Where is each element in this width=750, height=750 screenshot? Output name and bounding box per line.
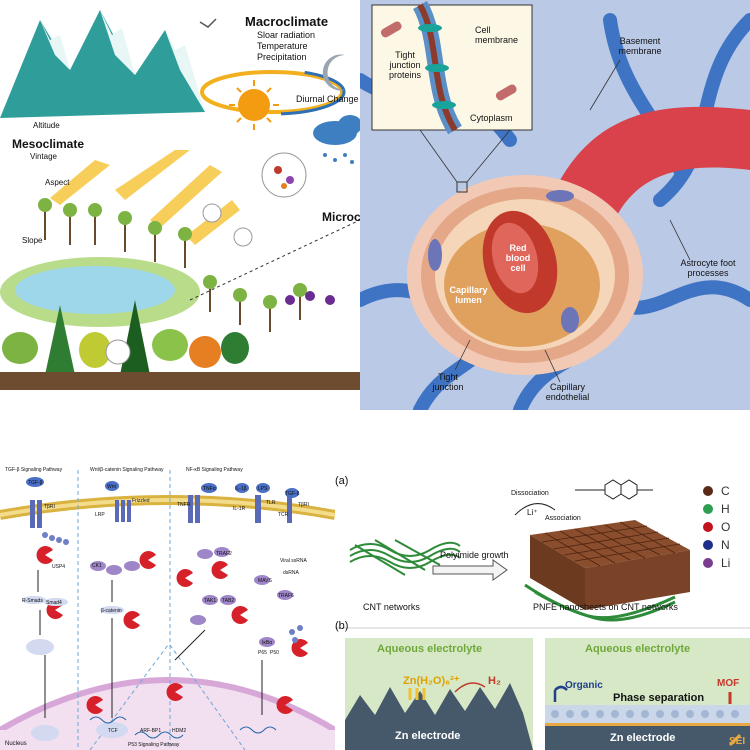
altitude-label: Altitude [33,121,60,130]
hdm2-label: HDM2 [172,728,187,734]
li-plus-label: Li⁺ [527,508,538,517]
atom-dot-icon [703,540,713,550]
traf6-label: TRAF6 [278,593,294,599]
cytoplasm-label: Cytoplasm [470,113,513,123]
pathway-panel: TGF-β Signaling Pathway Wnt/β-catenin Si… [0,460,335,750]
basement-membrane-label: Basement membrane [618,36,662,56]
dissociation-label: Dissociation [511,490,549,497]
atom-symbol: Li [721,556,731,570]
tcf-label: TCF [108,728,118,734]
smad4-label: Smad4 [46,600,62,606]
p65-label: P65 [258,650,267,656]
lrp-label: LRP [95,512,105,518]
sei-label: SEI [729,736,746,747]
association-label: Association [545,515,581,522]
mesoclimate-title: Mesoclimate [12,137,85,151]
tgfb-ligand-label: TGF-β [28,480,43,486]
tight-junction-proteins-label: Tight junction proteins [388,50,422,80]
lps-ligand-label: LPS [258,486,268,492]
traf2-label: TRAF2 [216,551,232,557]
tlr-label: TLR [266,500,276,506]
aspect-label: Aspect [45,178,70,187]
atom-symbol: N [721,538,730,552]
nucleus-label: Nucleus [5,741,27,747]
mof-label: MOF [717,678,740,689]
tab2-label: TAB2 [222,598,235,604]
arf-bp1-label: ARF-BP1 [140,728,162,734]
macro-item-3: Precipitation [257,52,307,62]
label-a: (a) [335,475,349,487]
ikb-label: IκBα [262,640,273,646]
atom-legend-item: Li [703,554,730,572]
atom-symbol: H [721,502,730,516]
tcr-label: TCR [278,512,289,518]
climate-illustration [0,10,360,400]
il1r-label: IL-1R [233,506,246,512]
h2-label: H₂ [488,675,501,687]
bbb-panel: Cell membrane Tight junction proteins Cy… [360,0,750,410]
tbr1-label: TβRI [44,504,55,510]
atom-symbol: O [721,520,731,534]
aqueous-right-label: Aqueous electrolyte [585,643,691,655]
battery-panel: (a) (b) Dissociation Association Li⁺ Pol… [335,460,750,750]
bbb-illustration [360,1,750,410]
tight-junction-label: Tight junction [432,372,464,392]
aqueous-left-label: Aqueous electrolyte [377,643,483,655]
climate-panel: Macroclimate Sloar radiation Temperature… [0,0,360,400]
wnt-ligand-label: Wnt [107,484,116,490]
red-blood-cell-label: Red blood cell [505,243,531,273]
atom-dot-icon [703,558,713,568]
atom-dot-icon [703,486,713,496]
macro-item-1: Sloar radiation [257,30,316,40]
macro-item-2: Temperature [257,41,308,51]
tgf-pathway-title: TGF-β Signaling Pathway [5,467,63,473]
il1b-ligand-label: IL-1β [235,486,247,492]
vintage-label: Vintage [30,152,57,161]
cnt-networks-label: CNT networks [363,602,420,612]
ck1-label: CK1 [92,563,102,569]
atom-legend-item: N [703,536,730,554]
wnt-pathway-title: Wnt/β-catenin Signaling Pathway [90,467,164,473]
organic-label: Organic [565,680,603,691]
pathway-illustration [0,470,335,750]
zn-electrode-right-label: Zn electrode [610,732,676,744]
viral-ssrna-label: Viral ssRNA [280,558,307,564]
pnfe-label: PNFE nanosheets on CNT networks [533,602,678,612]
atom-symbol: C [721,484,730,498]
capillary-endothelial-label: Capillary endothelial [545,382,590,402]
tbr1b-label: TβRI [298,502,309,508]
slope-label: Slope [22,236,43,245]
dsrna-label: dsRNA [283,570,299,576]
astrocyte-label: Astrocyte foot processes [680,258,736,278]
rsmads-label: R-Smads [22,598,43,604]
label-b: (b) [335,620,349,632]
zn-electrode-left-label: Zn electrode [395,730,461,742]
tak1-label: TAK1 [204,598,217,604]
nfkb-pathway-title: NF-κB Signaling Pathway [186,467,243,473]
capillary-lumen-label: Capillary lumen [449,285,488,305]
battery-illustration [335,479,750,750]
atom-dot-icon [703,504,713,514]
tnfa-ligand-label: TNFα [203,486,216,492]
tgfb2-ligand-label: TGF-β [285,491,300,497]
mavs-label: MAVS [258,578,272,584]
usp4-label: USP4 [52,564,66,570]
bcatenin-label: β-catenin [101,608,122,614]
atom-dot-icon [703,522,713,532]
macroclimate-title: Macroclimate [245,14,329,29]
atom-legend-item: O [703,518,730,536]
microclimate-title: Microc [322,210,360,224]
p50-label: P50 [270,650,279,656]
cell-membrane-label: Cell membrane [475,25,519,45]
atom-legend-item: C [703,482,730,500]
tnfr-label: TNFR [177,502,191,508]
zn-complex-label: Zn(H₂O)₆²⁺ [403,675,460,687]
p53-pathway-title: P53 Signaling Pathway [128,742,180,748]
diurnal-label: Diurnal Change [296,94,359,104]
frizzled-label: Frizzled [132,498,150,504]
polyimide-growth-label: Polyimide growth [440,550,509,560]
phase-separation-label: Phase separation [613,692,705,704]
atom-legend-item: H [703,500,730,518]
